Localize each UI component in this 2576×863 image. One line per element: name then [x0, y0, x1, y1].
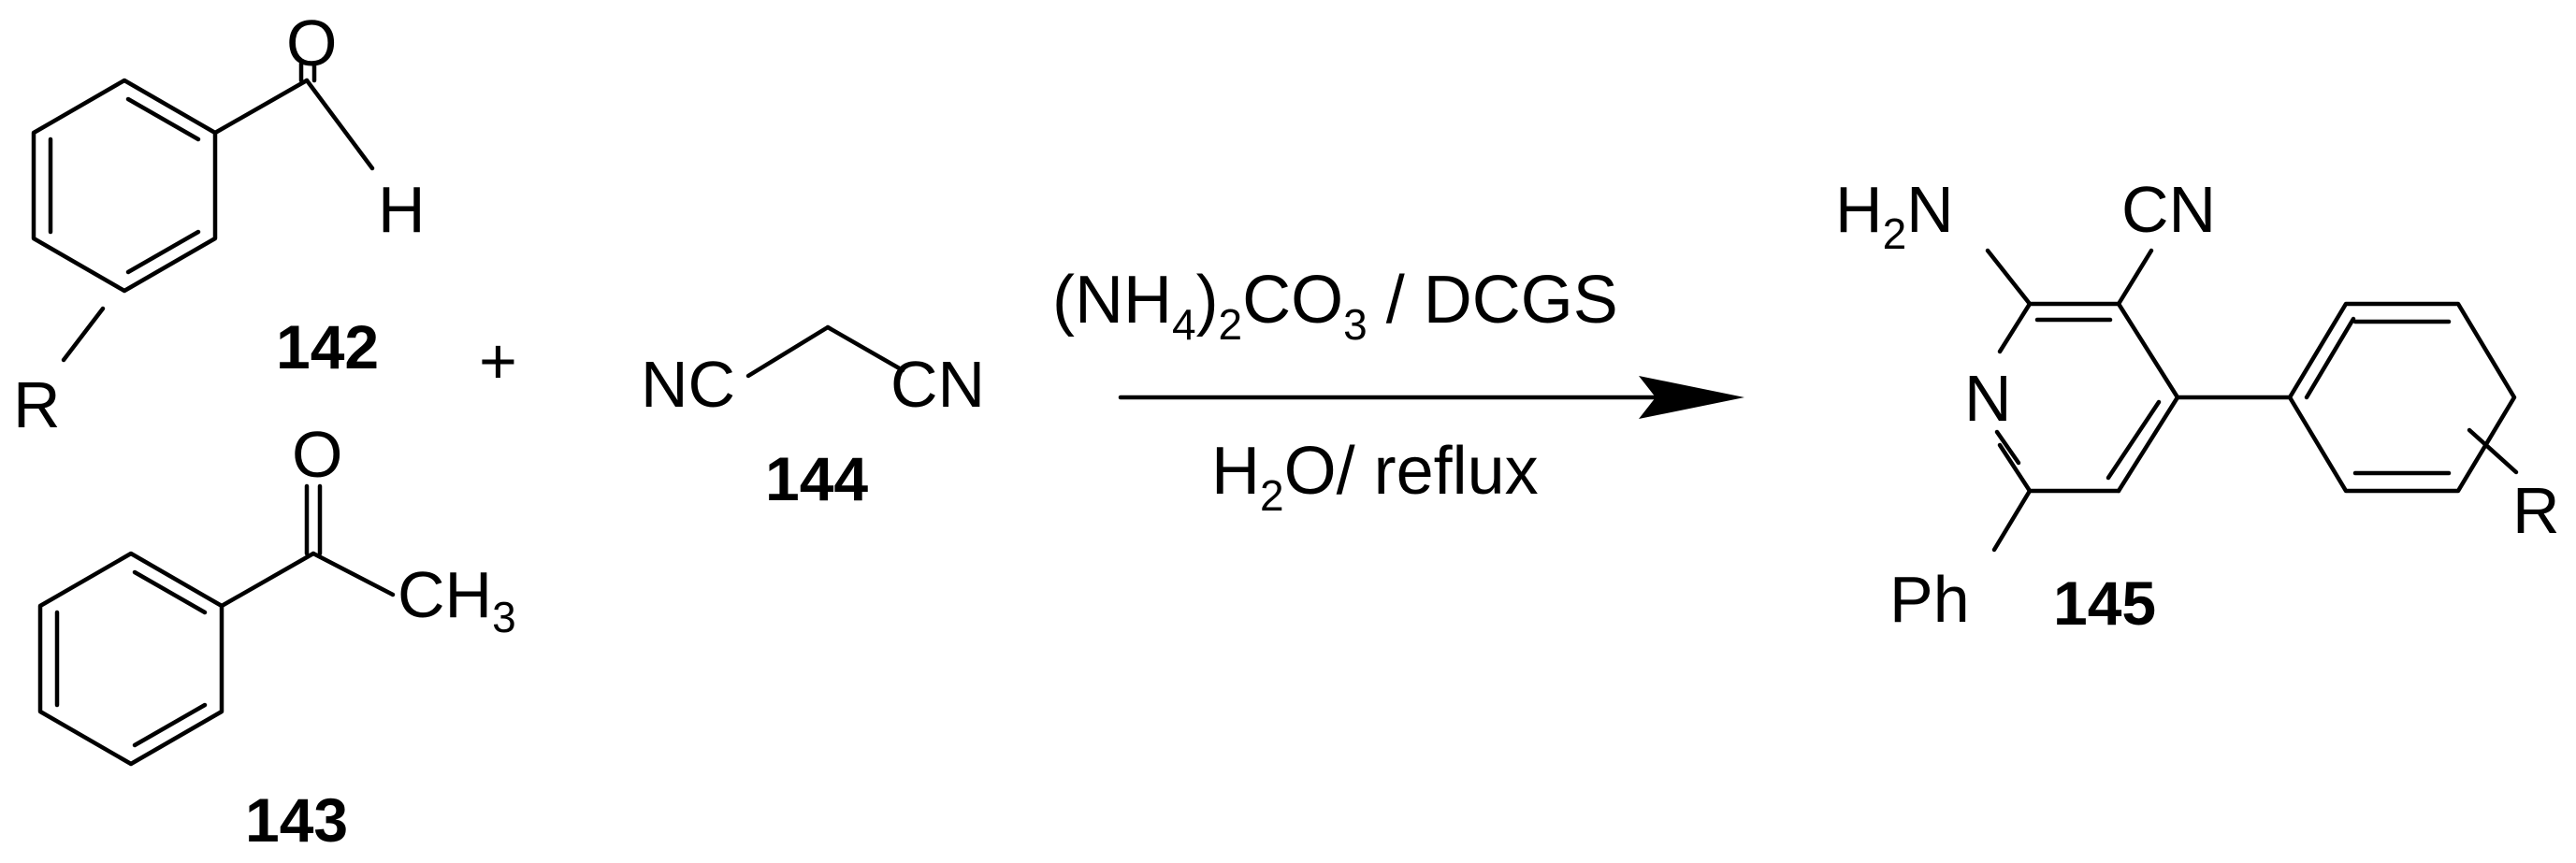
methyl-group: CH3: [398, 558, 516, 641]
aryl-ring-145: [2287, 301, 2517, 494]
benzene-ring-143: [37, 551, 224, 767]
ring-bond: [2116, 301, 2180, 400]
nitrile-bond: [2116, 248, 2154, 307]
nitrile-left: NC: [641, 348, 735, 421]
ring-double-bond: [132, 702, 208, 748]
ring-double-bond: [2106, 399, 2162, 481]
aldehyde-hydrogen: H: [378, 173, 426, 246]
ring-double-bond: [132, 569, 208, 615]
cn-ch2-bond-right: [825, 324, 905, 373]
compound-number-143: 143: [245, 785, 348, 855]
aryl-carbonyl-bond: [212, 78, 310, 136]
aryl-carbonyl-bond: [219, 551, 316, 609]
compound-143-structure: O CH3: [37, 418, 516, 767]
oxygen-atom-143: O: [292, 418, 342, 491]
methyl-bond: [311, 551, 396, 597]
plus-sign: +: [479, 324, 517, 397]
ring-bond: [1997, 301, 2033, 354]
ring-double-bond: [2304, 316, 2356, 400]
substituent-bond: [61, 306, 106, 363]
reagent-label: (NH4)2CO3 / DCGS: [1052, 263, 1618, 349]
ring-double-bond: [125, 96, 201, 142]
amino-bond: [1985, 248, 2033, 307]
ring-bond: [1997, 442, 2033, 494]
conditions-label: H2O/ reflux: [1211, 434, 1539, 520]
benzene-ring-142: [31, 78, 218, 294]
r-substituent-145: R: [2512, 474, 2560, 547]
phenyl-group: Ph: [1889, 563, 1970, 636]
compound-145-structure: H2N CN N Ph R: [1835, 173, 2560, 636]
nitrile-right: CN: [890, 348, 985, 421]
nitrile-group: CN: [2121, 173, 2216, 246]
ring-nitrogen: N: [1964, 362, 2012, 435]
r-substituent-142: R: [13, 368, 61, 441]
compound-number-142: 142: [276, 312, 379, 381]
ring-bond: [2116, 395, 2180, 494]
ring-double-bond: [1994, 429, 2021, 466]
compound-number-145: 145: [2053, 568, 2156, 638]
amino-group: H2N: [1835, 173, 1954, 258]
oxygen-atom-142: O: [286, 7, 337, 79]
aldehyde-h-bond: [304, 78, 375, 171]
cn-ch2-bond-left: [745, 324, 831, 379]
compound-142-structure: O H R: [13, 7, 426, 441]
phenyl-bond: [1991, 488, 2033, 553]
reaction-arrow-head: [1639, 376, 1744, 419]
substituent-bond: [2467, 427, 2519, 475]
compound-number-144: 144: [765, 444, 868, 513]
ring-double-bond: [125, 229, 201, 275]
compound-144-structure: NC CN: [641, 324, 985, 421]
